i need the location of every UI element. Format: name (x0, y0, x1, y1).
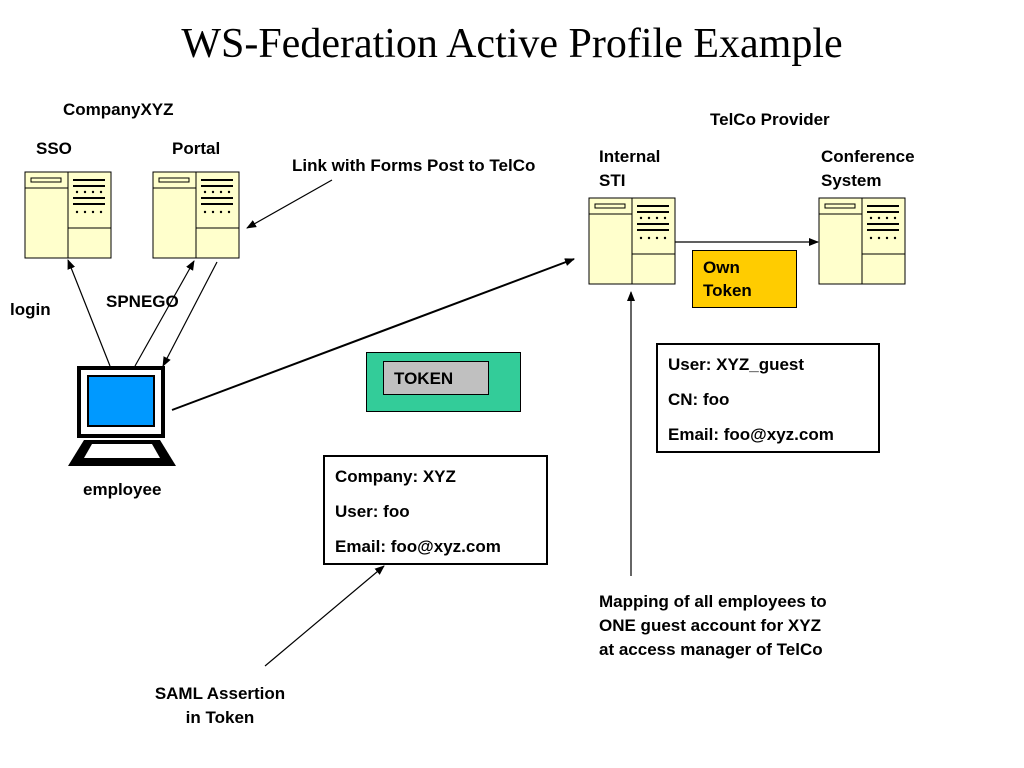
spnego-arrow (134, 260, 195, 367)
portal-server-icon (152, 171, 240, 259)
assertion-company-line: Company: XYZ (335, 467, 456, 486)
conference-system-label: Conference System (821, 147, 915, 190)
spnego-label: SPNEGO (106, 292, 179, 311)
portal-label: Portal (172, 139, 221, 158)
company-name: CompanyXYZ (63, 100, 174, 119)
employee-to-sti-arrow (171, 258, 575, 411)
saml-assertion-box: Company: XYZ User: foo Email: foo@xyz.co… (323, 455, 548, 565)
guest-cn-line: CN: foo (668, 390, 730, 409)
guest-email-line: Email: foo@xyz.com (668, 425, 834, 444)
guest-user-line: User: XYZ_guest (668, 355, 805, 374)
mapping-note: Mapping of all employees to ONE guest ac… (599, 592, 827, 659)
employee-label: employee (83, 480, 162, 499)
token-label: TOKEN (383, 361, 489, 395)
telco-name: TelCo Provider (710, 110, 830, 129)
login-label: login (10, 300, 51, 319)
saml-assertion-arrow (264, 565, 385, 667)
link-forms-post-label: Link with Forms Post to TelCo (292, 156, 536, 175)
login-arrow (67, 259, 111, 367)
guest-account-box: User: XYZ_guest CN: foo Email: foo@xyz.c… (656, 343, 880, 453)
page-title: WS-Federation Active Profile Example (181, 21, 843, 67)
saml-assertion-note: SAML Assertion in Token (154, 684, 286, 727)
sso-server-icon (24, 171, 112, 259)
computer-icon (68, 366, 176, 466)
own-token-box: Own Token (692, 250, 797, 308)
conference-server-icon (818, 197, 906, 285)
internal-sti-server-icon (588, 197, 676, 285)
internal-sti-label: Internal STI (599, 147, 661, 190)
link-forms-post-arrow (246, 179, 333, 229)
sso-label: SSO (36, 139, 72, 158)
assertion-user-line: User: foo (335, 502, 410, 521)
portal-to-employee-arrow (162, 261, 218, 367)
assertion-email-line: Email: foo@xyz.com (335, 537, 501, 556)
